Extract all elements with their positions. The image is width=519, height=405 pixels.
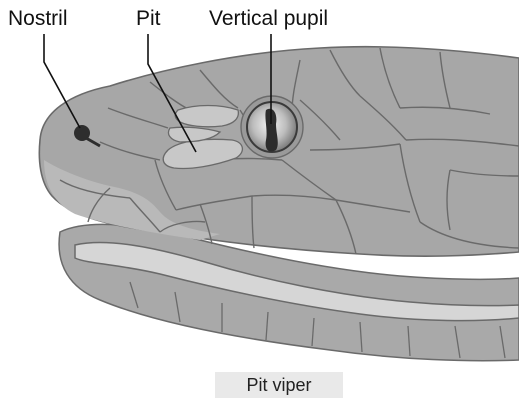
figure-caption: Pit viper: [215, 372, 343, 398]
eye: [241, 96, 303, 158]
pit-label: Pit: [136, 7, 161, 31]
vertical-pupil-label: Vertical pupil: [209, 7, 328, 31]
nostril-label: Nostril: [8, 7, 68, 31]
